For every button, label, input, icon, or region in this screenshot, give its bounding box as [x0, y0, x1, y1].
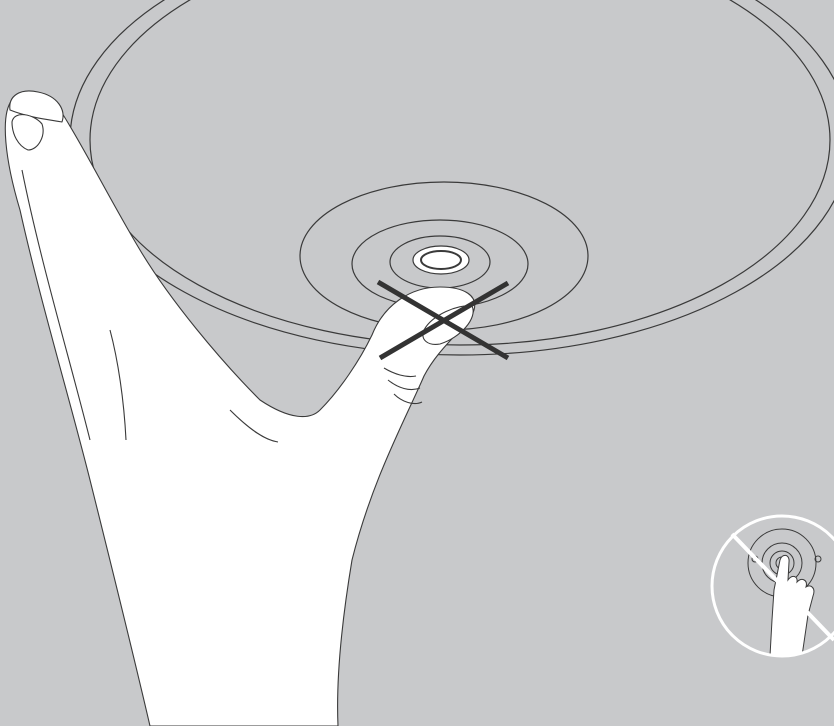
palm-crease: [229, 409, 279, 443]
disc-icon: [69, 0, 834, 356]
disc-inner-edge: [89, 0, 831, 346]
cross-stroke-2: [378, 280, 510, 361]
finger-line-2: [109, 329, 127, 441]
badge-screw-right: [814, 555, 822, 563]
knuckle-crease-1: [383, 367, 417, 378]
no-touch-icon: [710, 514, 834, 658]
fingernail-1: [11, 114, 44, 151]
hand-shape: [4, 94, 476, 726]
knuckle-crease-3: [393, 393, 423, 405]
cross-icon: [376, 279, 510, 361]
hand-icon: [4, 90, 476, 726]
knuckle-crease-2: [387, 379, 421, 391]
badge-hand: [769, 554, 815, 656]
badge-ring: [710, 514, 834, 658]
badge-slash: [730, 532, 834, 642]
disc-spindle-hole: [420, 250, 462, 270]
finger-line-1: [21, 169, 91, 441]
